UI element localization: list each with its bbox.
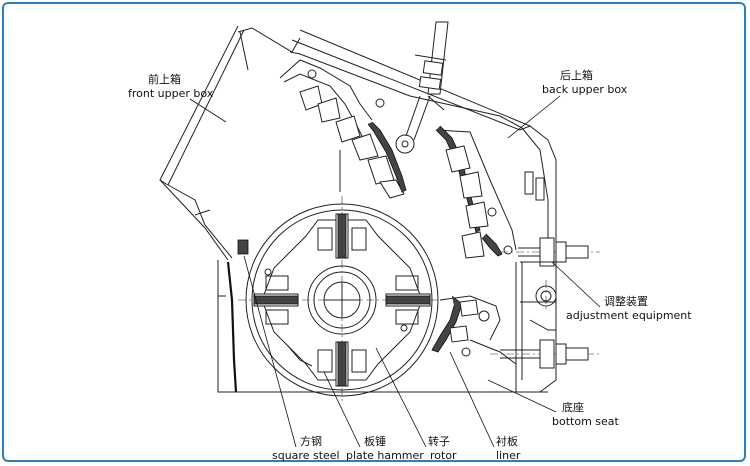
label-square-steel: 方钢 square steel — [243, 255, 340, 462]
svg-text:底座: 底座 — [562, 400, 584, 414]
bottom-seat — [217, 150, 557, 393]
svg-text:前上箱: 前上箱 — [148, 72, 181, 86]
front-upper-box — [159, 25, 301, 297]
svg-text:liner: liner — [496, 449, 521, 462]
label-plate-hammer: 板锤 plate hammer — [323, 371, 424, 462]
rotor — [238, 196, 446, 404]
label-liner: 衬板 liner — [449, 351, 521, 462]
svg-text:板锤: 板锤 — [364, 434, 386, 448]
svg-text:front upper box: front upper box — [128, 87, 214, 100]
svg-text:adjustment equipment: adjustment equipment — [566, 309, 692, 322]
svg-text:back upper box: back upper box — [542, 83, 628, 96]
front-impact-plate — [279, 29, 532, 199]
svg-text:square steel: square steel — [272, 449, 340, 462]
label-bottom-seat: 底座 bottom seat — [487, 379, 620, 428]
label-adjustment-equipment: 调整装置 adjustment equipment — [551, 261, 692, 322]
svg-text:衬板: 衬板 — [496, 434, 518, 448]
svg-text:转子: 转子 — [428, 434, 450, 448]
top-adjusting-rod — [405, 21, 449, 141]
adjustment-equipment — [490, 237, 600, 369]
svg-text:rotor: rotor — [430, 449, 457, 462]
diagram-frame — [2, 2, 746, 462]
svg-text:plate hammer: plate hammer — [346, 449, 424, 462]
svg-text:调整装置: 调整装置 — [604, 294, 648, 308]
svg-text:bottom seat: bottom seat — [552, 415, 620, 428]
back-upper-box — [435, 125, 557, 260]
svg-text:方钢: 方钢 — [300, 434, 322, 448]
label-front-upper-box: 前上箱 front upper box — [128, 72, 227, 123]
svg-text:后上箱: 后上箱 — [560, 68, 593, 82]
label-rotor: 转子 rotor — [375, 347, 457, 462]
label-back-upper-box: 后上箱 back upper box — [507, 68, 628, 139]
